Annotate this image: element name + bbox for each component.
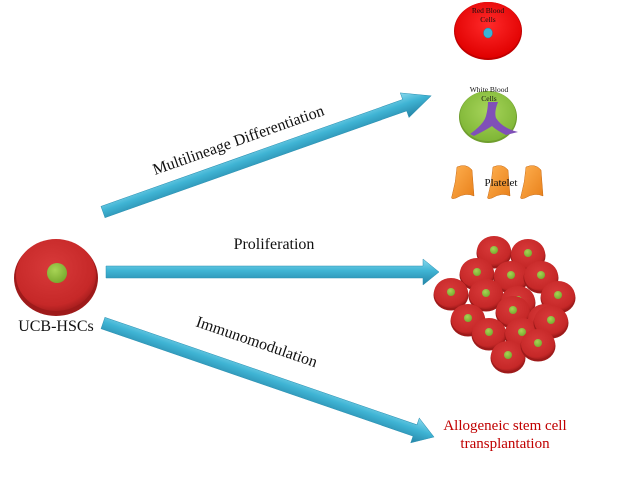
red-blood-cell <box>454 2 522 60</box>
platelet-label: Platelet <box>485 177 518 189</box>
cluster-cell-nucleus <box>534 339 542 347</box>
platelet-shape-3 <box>520 165 544 199</box>
cluster-cell <box>520 329 556 362</box>
cluster-cell-nucleus <box>504 351 512 359</box>
cluster-cell-nucleus <box>485 328 493 336</box>
cluster-cell-nucleus <box>537 271 545 279</box>
proliferation-label: Proliferation <box>234 236 315 253</box>
transplantation-label-line2: transplantation <box>460 436 550 452</box>
cluster-cell-nucleus <box>490 246 498 254</box>
rbc-label-line2: Cells <box>480 15 495 24</box>
proliferated-cell-cluster <box>433 236 576 374</box>
cluster-cell <box>471 318 507 351</box>
cluster-cell-nucleus <box>509 306 517 314</box>
platelet-shape-2 <box>487 165 511 199</box>
differentiation-arrow <box>100 92 432 218</box>
transplantation-label-line1: Allogeneic stem cell <box>443 418 566 434</box>
cluster-cell <box>433 278 469 311</box>
cluster-cell-nucleus <box>473 268 481 276</box>
cluster-cell-nucleus <box>447 288 455 296</box>
cluster-cell-nucleus <box>547 316 555 324</box>
rbc-label-line1: Red Blood <box>472 6 505 15</box>
cluster-cell <box>490 341 526 374</box>
ucb-hsc-cell <box>14 239 98 316</box>
cluster-cell-nucleus <box>554 291 562 299</box>
ucb-hsc-nucleus <box>47 263 67 283</box>
cluster-cell <box>493 261 529 294</box>
white-blood-cell <box>459 91 518 143</box>
platelets <box>451 165 544 199</box>
cluster-cell-nucleus <box>464 314 472 322</box>
cluster-cell <box>468 279 504 312</box>
proliferation-arrow <box>105 258 440 286</box>
cluster-cell-nucleus <box>507 271 515 279</box>
cluster-cell-nucleus <box>524 249 532 257</box>
cluster-cell-nucleus <box>518 328 526 336</box>
ucb-hsc-label: UCB-HSCs <box>18 318 94 335</box>
wbc-label-line1: White Blood <box>470 85 509 94</box>
wbc-label-line2: Cells <box>481 94 496 103</box>
rbc-nucleus <box>483 27 493 39</box>
platelet-shape-1 <box>451 165 475 199</box>
immunomodulation-arrow <box>100 317 435 444</box>
cluster-cell-nucleus <box>482 289 490 297</box>
wbc-nucleus <box>470 102 518 136</box>
